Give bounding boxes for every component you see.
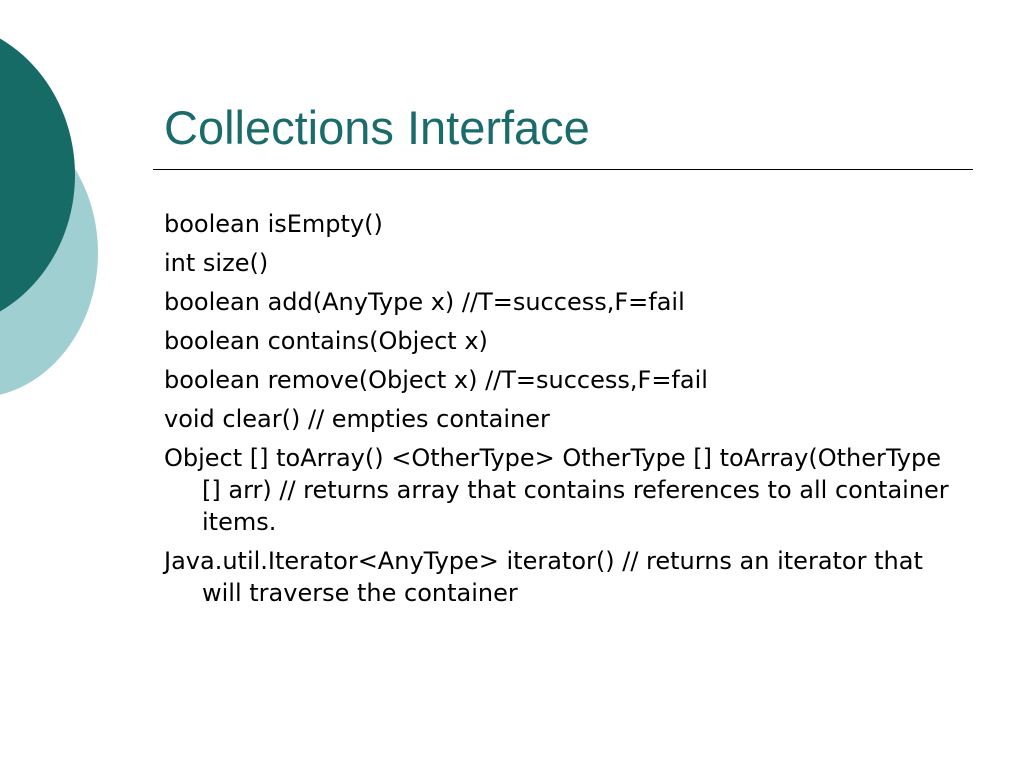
- list-item: boolean add(AnyType x) //T=success,F=fai…: [164, 288, 685, 316]
- list-item: boolean remove(Object x) //T=success,F=f…: [164, 366, 708, 394]
- list-item: boolean isEmpty(): [164, 210, 383, 238]
- title-divider: [153, 169, 973, 170]
- slide-title: Collections Interface: [164, 101, 590, 154]
- list-item: int size(): [164, 249, 269, 277]
- method-list: boolean isEmpty() int size() boolean add…: [164, 208, 964, 616]
- list-item: Java.util.Iterator<AnyType> iterator() /…: [164, 547, 923, 607]
- list-item: Object [] toArray() <OtherType> OtherTyp…: [164, 444, 949, 536]
- list-item: void clear() // empties container: [164, 405, 550, 433]
- list-item: boolean contains(Object x): [164, 327, 488, 355]
